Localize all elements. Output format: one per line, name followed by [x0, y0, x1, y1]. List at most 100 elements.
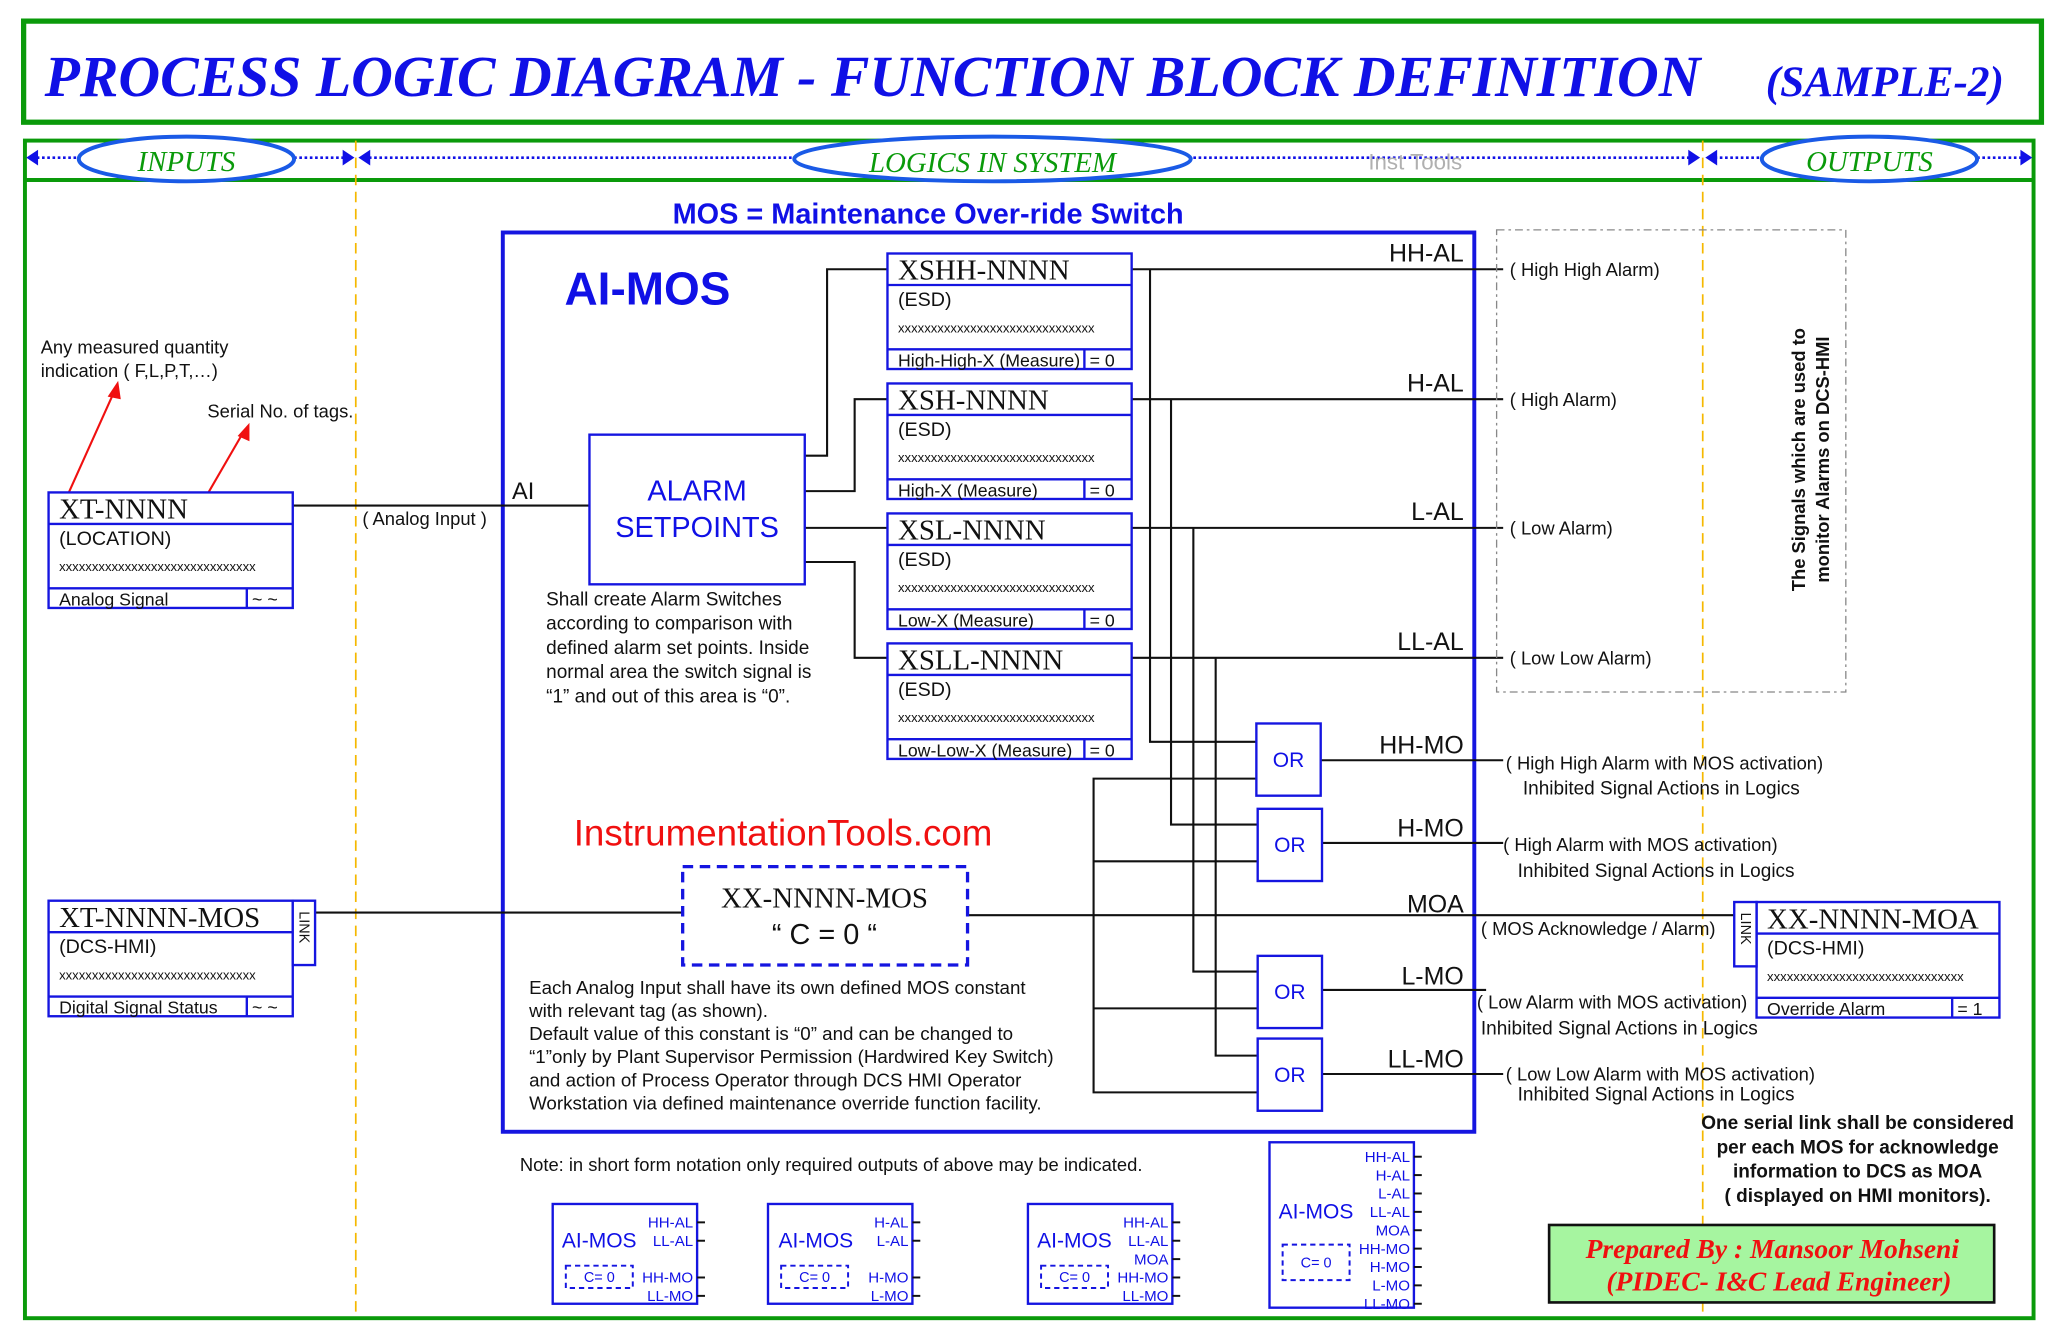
setpoints-desc-line: according to comparison with [546, 614, 792, 635]
serial-link-note: One serial link shall be considered per e… [1701, 1113, 2014, 1207]
mos-constant-value: “ C = 0 “ [772, 919, 877, 951]
signal-value: = 0 [1090, 480, 1115, 500]
tag-location: (LOCATION) [59, 528, 171, 550]
mos-description: Each Analog Input shall have its own def… [528, 977, 1054, 1114]
ai-mos-title: AI-MOS [565, 263, 731, 315]
analog-input-label: ( Analog Input ) [362, 508, 487, 529]
signal-label: MOA [1407, 891, 1464, 919]
short-form-title: AI-MOS [1279, 1200, 1354, 1223]
tag-description: xxxxxxxxxxxxxxxxxxxxxxxxxxxxxx [59, 967, 256, 982]
constant-label: C= 0 [1059, 1270, 1090, 1286]
signal-label: H-AL [1407, 369, 1464, 397]
signal-type: Analog Signal [59, 589, 168, 609]
website-label: InstrumentationTools.com [574, 813, 993, 854]
or-gate-frame [1255, 722, 1322, 797]
mos-desc-line: with relevant tag (as shown). [528, 1000, 768, 1021]
alarm-output-label: ( Low Low Alarm) [1510, 647, 1652, 668]
or-gate-frame [1256, 1037, 1324, 1112]
mo-output-label: ( Low Low Alarm with MOS activation) [1506, 1064, 1815, 1085]
link-label: LINK [295, 911, 311, 943]
alarm-setpoints-line1: ALARM [647, 475, 746, 507]
alarm-switches: XSHH-NNNN(ESD)xxxxxxxxxxxxxxxxxxxxxxxxxx… [886, 252, 1133, 760]
mo-output-label: ( High High Alarm with MOS activation) [1506, 752, 1823, 773]
signal-value: = 0 [1090, 610, 1115, 630]
short-form-output: H-AL [1376, 1167, 1410, 1184]
ai-label: AI [512, 479, 534, 505]
link-tab [291, 899, 317, 967]
constant-label: C= 0 [584, 1270, 615, 1286]
tag-description: xxxxxxxxxxxxxxxxxxxxxxxxxxxxxx [898, 320, 1095, 335]
tag-number: XSH-NNNN [898, 385, 1049, 417]
tag-location: (ESD) [898, 679, 952, 701]
prepared-by-name: Prepared By : Mansoor Mohseni [1585, 1233, 1960, 1264]
signal-label: HH-AL [1389, 239, 1464, 267]
signal-label: L-MO [1401, 963, 1463, 991]
short-form-output: L-MO [871, 1288, 909, 1305]
serial-note-line: per each MOS for acknowledge [1717, 1137, 1999, 1158]
tag-location: (DCS-HMI) [1767, 938, 1864, 960]
short-form-output: L-AL [1378, 1186, 1410, 1203]
or-gate-label: OR [1273, 749, 1305, 772]
or-gate-label: OR [1274, 1064, 1306, 1087]
alarm-note-1: The Signals which are used to [1788, 328, 1809, 591]
short-form-output: LL-AL [653, 1233, 693, 1250]
short-form-output: HH-MO [1359, 1241, 1410, 1258]
constant-box [564, 1264, 634, 1289]
short-form-output: LL-AL [1370, 1204, 1410, 1221]
or-gate: OR [1256, 954, 1324, 1030]
mos-desc-line: and action of Process Operator through D… [529, 1069, 1021, 1090]
alarm-output-labels: ( High High Alarm)( High Alarm)( Low Ala… [1510, 259, 1660, 669]
short-form-output: L-MO [1372, 1278, 1410, 1295]
short-form-output: LL-MO [647, 1288, 693, 1305]
arrow-heads [26, 149, 2033, 166]
outputs-header: OUTPUTS [1806, 146, 1933, 178]
tag-number: XX-NNNN-MOA [1767, 903, 1979, 935]
prepared-by-box [1547, 1223, 1996, 1304]
serial-note-line: One serial link shall be considered [1701, 1113, 2014, 1134]
tag-location: (ESD) [898, 419, 952, 441]
short-form-output: L-AL [877, 1233, 909, 1250]
short-form-output: HH-MO [1117, 1270, 1168, 1287]
annotation-arrows [67, 380, 250, 507]
tag-description: xxxxxxxxxxxxxxxxxxxxxxxxxxxxxx [1767, 969, 1964, 984]
analog-input-block: XT-NNNN(LOCATION)xxxxxxxxxxxxxxxxxxxxxxx… [47, 491, 294, 609]
alarm-setpoints-line2: SETPOINTS [615, 512, 779, 544]
logics-ellipse [792, 134, 1193, 184]
alarm-switch-block: XSL-NNNN(ESD)xxxxxxxxxxxxxxxxxxxxxxxxxxx… [886, 512, 1133, 630]
constant-box [780, 1264, 850, 1289]
short-form-output: HH-MO [642, 1270, 693, 1287]
mo-output-label: ( High Alarm with MOS activation) [1503, 834, 1777, 855]
signal-value: ~ ~ [252, 589, 278, 609]
signal-type: High-X (Measure) [898, 480, 1038, 500]
signal-type: Low-Low-X (Measure) [898, 740, 1072, 760]
tag-description: xxxxxxxxxxxxxxxxxxxxxxxxxxxxxx [59, 559, 256, 574]
mo-output-label: ( Low Alarm with MOS activation) [1477, 991, 1747, 1012]
tag-location: (ESD) [898, 289, 952, 311]
signal-type: Override Alarm [1767, 999, 1885, 1019]
mo-output-labels: ( High High Alarm with MOS activation) In… [1477, 752, 1823, 1105]
mo-output-note: Inhibited Signal Actions in Logics [1481, 1019, 1758, 1040]
or-gate-frame [1256, 807, 1324, 883]
or-gate: OR [1256, 1037, 1324, 1112]
alarm-note-2: monitor Alarms on DCS-HMI [1812, 337, 1833, 583]
short-form-output: HH-AL [1365, 1149, 1410, 1166]
note-quantity-2: indication ( F,L,P,T,…) [41, 360, 218, 381]
short-form-title: AI-MOS [562, 1229, 637, 1252]
short-form-output: HH-AL [1123, 1215, 1168, 1232]
wiring [292, 268, 1735, 1094]
constant-label: C= 0 [1301, 1256, 1332, 1272]
sample-label: (SAMPLE-2) [1766, 58, 2004, 106]
setpoints-desc-line: Shall create Alarm Switches [546, 589, 782, 610]
prepared-by-role: (PIDEC- I&C Lead Engineer) [1606, 1266, 1951, 1297]
or-gate-frame [1256, 954, 1324, 1030]
watermark: Inst Tools [1368, 149, 1462, 174]
mo-output-note: Inhibited Signal Actions in Logics [1518, 1084, 1795, 1105]
tag-blocks: XT-NNNN(LOCATION)xxxxxxxxxxxxxxxxxxxxxxx… [47, 491, 2001, 1019]
signal-label: HH-MO [1379, 732, 1464, 760]
alarm-setpoints-block [588, 433, 806, 586]
